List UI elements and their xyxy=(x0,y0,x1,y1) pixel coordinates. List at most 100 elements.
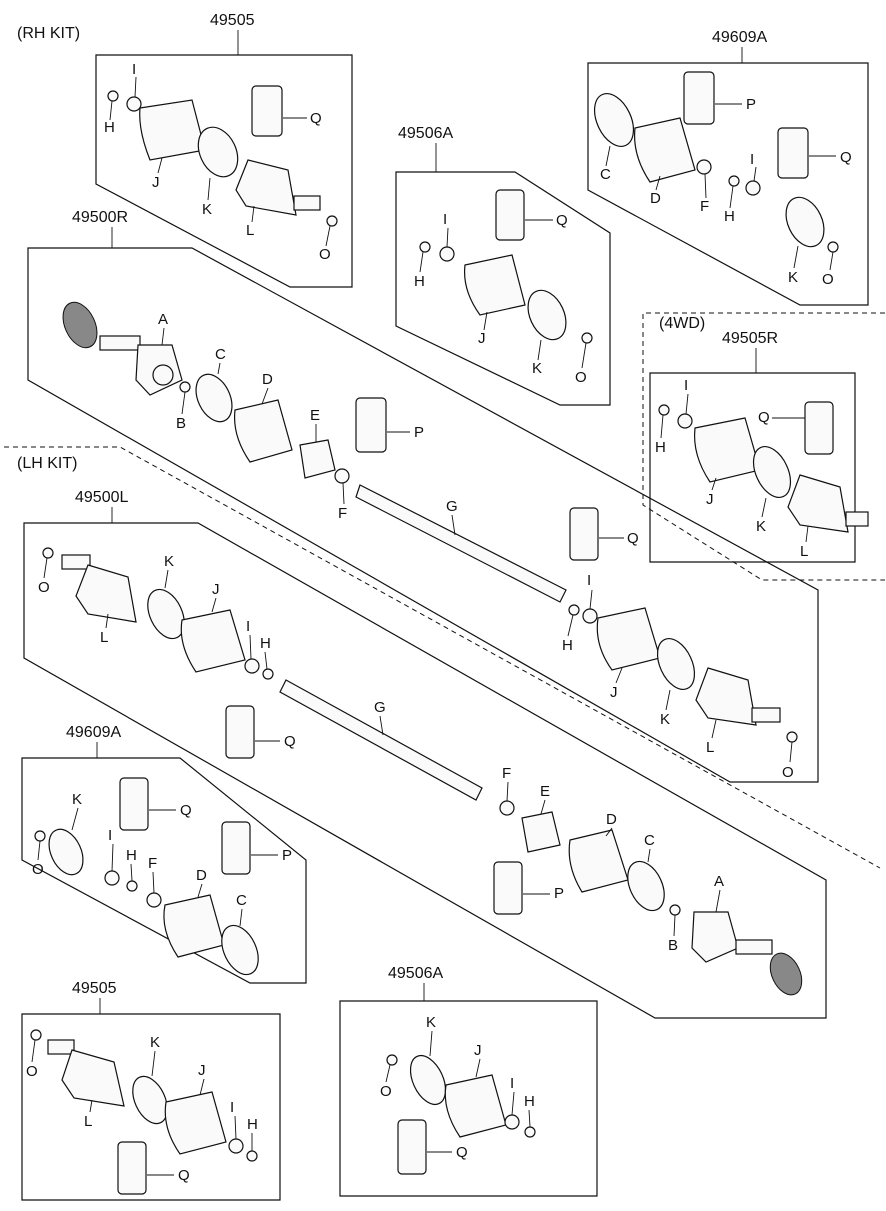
callout-label: I xyxy=(587,572,591,589)
callout-label: B xyxy=(668,937,678,954)
callout-label: Q xyxy=(556,212,568,229)
splined-shaft-icon xyxy=(99,335,141,351)
callout-label: C xyxy=(600,166,611,183)
callout-label: I xyxy=(108,827,112,844)
splined-shaft-icon xyxy=(735,939,773,955)
callout-label: Q xyxy=(758,409,770,426)
callout-label: F xyxy=(700,198,709,215)
retaining-ring-icon xyxy=(827,241,839,253)
callout-label: F xyxy=(338,505,347,522)
callout-label: K xyxy=(660,711,670,728)
callout-label: H xyxy=(414,273,425,290)
callout-label: J xyxy=(152,174,160,191)
callout-label: P xyxy=(554,885,564,902)
callout-label: Q xyxy=(180,802,192,819)
grease-tube-icon xyxy=(569,507,599,561)
callout-label: L xyxy=(706,739,714,756)
splined-shaft-icon xyxy=(293,195,321,211)
boot-band-icon xyxy=(527,289,567,341)
part-number-lh-49506a: 49506A xyxy=(388,965,443,982)
boot-band-icon xyxy=(656,638,696,690)
snap-ring-icon xyxy=(107,90,119,102)
grease-tube-icon xyxy=(777,127,809,179)
callout-label: I xyxy=(132,61,136,78)
boot-icon xyxy=(463,254,526,316)
callout-label: O xyxy=(782,764,794,781)
callout-label: J xyxy=(610,684,618,701)
frame-rh-49505 xyxy=(95,54,353,288)
clamp-ring-icon xyxy=(499,800,515,816)
callout-label: H xyxy=(562,637,573,654)
callout-label: J xyxy=(212,581,220,598)
callout-label: K xyxy=(788,269,798,286)
4wd-title: (4WD) xyxy=(659,315,705,332)
snap-ring-icon xyxy=(658,404,670,416)
callout-label: I xyxy=(510,1075,514,1092)
callout-label: Q xyxy=(310,110,322,127)
callout-label: L xyxy=(800,543,808,560)
part-number-lh-49505: 49505 xyxy=(72,980,117,997)
callout-label: F xyxy=(148,855,157,872)
splined-shaft-icon xyxy=(61,554,91,570)
part-number-4wd-49505r: 49505R xyxy=(722,330,778,347)
part-number-lh-49500l: 49500L xyxy=(75,489,128,506)
boot-band-icon xyxy=(132,1075,168,1125)
outer-joint-housing-icon xyxy=(695,667,757,726)
frame-lh-49500l xyxy=(23,522,827,1019)
boot-icon xyxy=(233,399,293,463)
grease-tube-icon xyxy=(117,1141,147,1195)
callout-label: K xyxy=(164,553,174,570)
boot-band-icon xyxy=(147,588,185,640)
boot-icon xyxy=(633,117,696,183)
lh-kit-separator xyxy=(4,446,881,869)
grease-tube-icon xyxy=(397,1119,427,1175)
outer-joint-housing-icon xyxy=(235,159,297,216)
grease-tube-icon xyxy=(804,401,834,455)
frame-rh-49500r xyxy=(27,247,819,783)
callout-label: P xyxy=(282,847,292,864)
callout-leaders xyxy=(31,76,836,1176)
callout-label: Q xyxy=(840,149,852,166)
outer-joint-face-icon xyxy=(152,364,174,386)
callout-label: G xyxy=(446,498,458,515)
snap-ring-icon xyxy=(246,1150,258,1162)
part-shapes xyxy=(30,71,869,1195)
tone-ring-icon xyxy=(62,301,98,349)
frame-lh-49506a xyxy=(339,1000,598,1197)
clamp-ring-icon xyxy=(745,180,761,196)
callout-label: O xyxy=(38,579,50,596)
callout-label: Q xyxy=(456,1144,468,1161)
callout-label: P xyxy=(414,424,424,441)
titles: (RH KIT) (LH KIT) (4WD) 49505 49506A 496… xyxy=(17,12,778,997)
callout-label: L xyxy=(246,222,254,239)
callout-label: O xyxy=(32,861,44,878)
callout-label: B xyxy=(176,415,186,432)
callout-label: K xyxy=(426,1014,436,1031)
frame-rh-49506a xyxy=(395,171,611,406)
4wd-separator xyxy=(642,312,885,581)
callouts: I H Q J K L O Q I H J K O P C Q D F I H … xyxy=(26,61,852,1184)
retaining-ring-icon xyxy=(42,547,54,559)
callout-label: K xyxy=(202,201,212,218)
part-number-rh-49505: 49505 xyxy=(210,12,255,29)
boot-icon xyxy=(596,607,661,671)
retaining-ring-icon xyxy=(30,1029,42,1041)
callout-label: K xyxy=(150,1034,160,1051)
drive-shaft-icon xyxy=(355,484,567,603)
outer-joint-housing-icon xyxy=(787,474,849,533)
boot-band-icon xyxy=(627,860,665,912)
clamp-ring-icon xyxy=(439,246,455,262)
damper-icon xyxy=(521,811,561,853)
part-number-rh-49609a: 49609A xyxy=(712,29,767,46)
callout-label: H xyxy=(524,1093,535,1110)
callout-label: D xyxy=(262,371,273,388)
grease-tube-icon xyxy=(355,397,387,453)
callout-label: Q xyxy=(178,1167,190,1184)
callout-label: O xyxy=(319,246,331,263)
callout-label: J xyxy=(198,1062,206,1079)
frame-lh-49609a xyxy=(21,757,307,984)
boot-band-icon xyxy=(48,828,84,876)
boot-icon xyxy=(693,417,761,483)
callout-label: O xyxy=(380,1083,392,1100)
splined-shaft-icon xyxy=(47,1039,75,1055)
